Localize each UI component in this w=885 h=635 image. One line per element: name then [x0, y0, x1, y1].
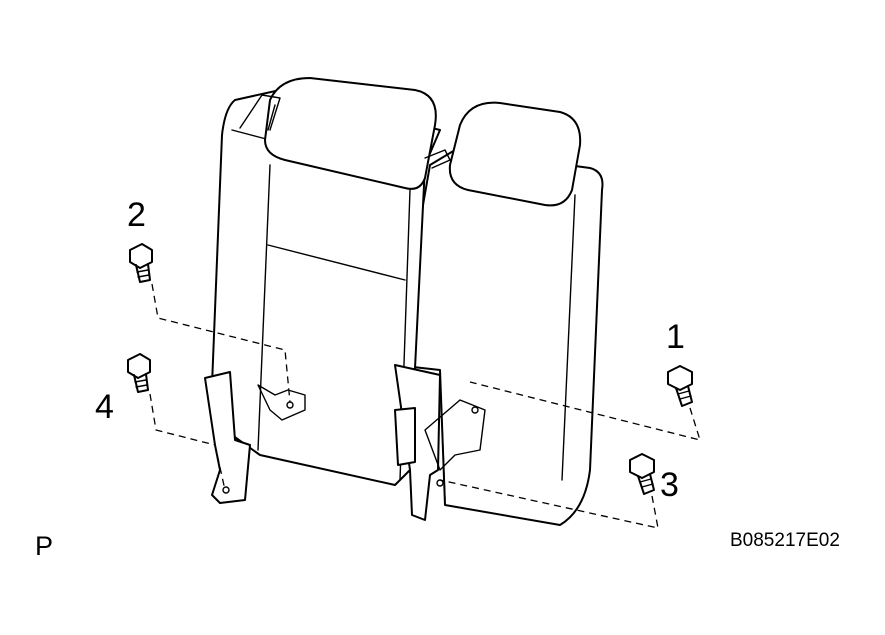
bolt-1: [667, 365, 693, 407]
callout-1: 1: [666, 318, 685, 356]
left-seatback: [210, 89, 441, 486]
bolt-3: [629, 453, 655, 495]
headrest-guides: [239, 94, 451, 169]
callout-4: 4: [95, 388, 114, 426]
callout-2: 2: [127, 196, 146, 234]
right-headrest: [448, 101, 582, 207]
right-seatback: [394, 149, 604, 526]
left-headrest: [264, 77, 437, 190]
bolt-2: [129, 243, 153, 283]
view-mark: P: [35, 531, 54, 561]
callout-3: 3: [660, 466, 679, 504]
reference-code: B085217E02: [730, 530, 840, 551]
right-hinge-bracket: [394, 364, 486, 521]
bolt-4: [127, 353, 151, 393]
installation-guide-lines: [149, 283, 701, 529]
